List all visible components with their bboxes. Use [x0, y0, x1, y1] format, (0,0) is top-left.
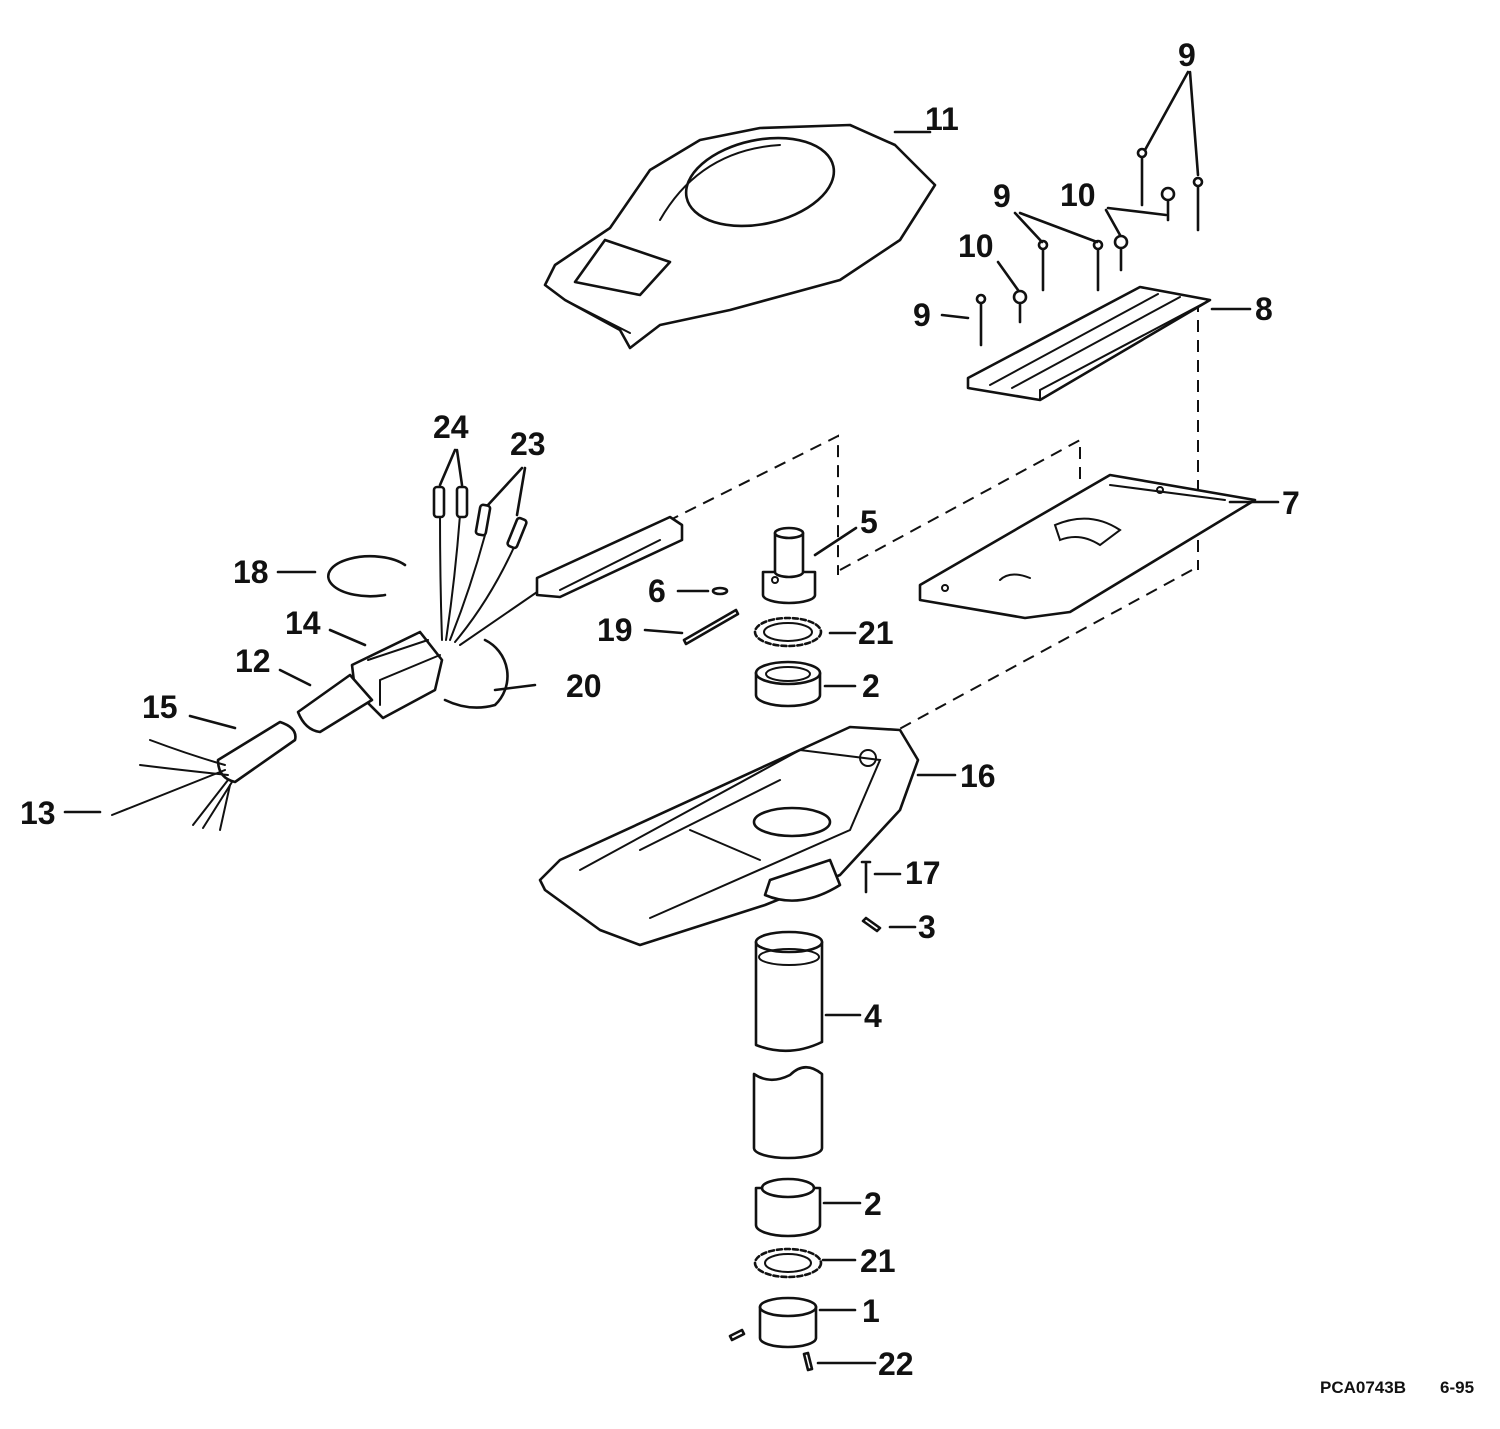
part-4-tube-upper [754, 930, 824, 1053]
screw-10 [1113, 234, 1129, 272]
part-13-wires [111, 739, 233, 831]
screw-9 [975, 293, 987, 347]
screw-10 [1160, 186, 1176, 222]
callout-10: 10 [1060, 177, 1096, 213]
callout-17: 17 [905, 855, 941, 891]
part-17-screw [860, 860, 872, 894]
callout-2: 2 [862, 668, 880, 704]
part-16-base-housing [538, 725, 920, 947]
part-11-cover [543, 123, 937, 350]
callout-9: 9 [993, 178, 1011, 214]
screws-9-10 [975, 147, 1204, 347]
part-5-coupler [761, 526, 817, 605]
part-12-sleeve [296, 673, 374, 734]
callout-labels: 9 10 9 10 9 8 7 11 24 23 18 14 12 15 13 … [20, 37, 1300, 1382]
part-15-sleeve [216, 720, 297, 784]
part-3-screw [861, 916, 882, 933]
small-hardware [682, 586, 882, 1372]
part-21-ring-upper [753, 616, 823, 648]
callout-24: 24 [433, 409, 469, 445]
drawing-id: PCA0743B [1320, 1378, 1406, 1397]
callout-6: 6 [648, 573, 666, 609]
callout-1: 1 [862, 1293, 880, 1329]
part-22-set-screw-left [728, 1328, 746, 1342]
callout-18: 18 [233, 554, 269, 590]
connector-block [535, 515, 684, 599]
callout-21: 21 [860, 1243, 896, 1279]
screw-10 [1012, 289, 1028, 324]
callout-5: 5 [860, 504, 878, 540]
part-2-bearing-upper [754, 660, 822, 708]
callout-22: 22 [878, 1346, 914, 1382]
callout-9: 9 [913, 297, 931, 333]
drawing-date: 6-95 [1440, 1378, 1474, 1397]
parts-23-24-wires [432, 485, 541, 646]
screw-9 [1037, 239, 1049, 292]
leader-lines [63, 70, 1280, 1365]
callout-4: 4 [864, 998, 882, 1034]
part-19-rod [682, 608, 740, 646]
callout-9: 9 [1178, 37, 1196, 73]
screw-9 [1092, 239, 1104, 292]
part-2-bearing-lower [754, 1177, 822, 1238]
callout-14: 14 [285, 605, 321, 641]
callout-19: 19 [597, 612, 633, 648]
callout-13: 13 [20, 795, 56, 831]
callout-3: 3 [918, 909, 936, 945]
part-8-top-rail [966, 285, 1212, 402]
drawing-footer: PCA0743B 6-95 [1320, 1378, 1474, 1397]
part-20-clip [443, 638, 509, 709]
callout-2: 2 [864, 1186, 882, 1222]
screw-9 [1136, 147, 1148, 207]
screw-9 [1192, 176, 1204, 232]
part-6-pin [711, 586, 729, 596]
part-18-clip [327, 554, 407, 598]
part-1-collar [758, 1296, 818, 1349]
callout-8: 8 [1255, 291, 1273, 327]
callout-21: 21 [858, 615, 894, 651]
part-4-tube-lower [752, 1065, 824, 1160]
callout-7: 7 [1282, 485, 1300, 521]
callout-23: 23 [510, 426, 546, 462]
callout-16: 16 [960, 758, 996, 794]
callout-15: 15 [142, 689, 178, 725]
callout-20: 20 [566, 668, 602, 704]
callout-12: 12 [235, 643, 271, 679]
part-21-ring-lower [753, 1247, 823, 1279]
part-22-set-screw [802, 1351, 814, 1372]
callout-11: 11 [925, 101, 959, 137]
callout-10: 10 [958, 228, 994, 264]
part-7-base-plate [918, 473, 1257, 620]
